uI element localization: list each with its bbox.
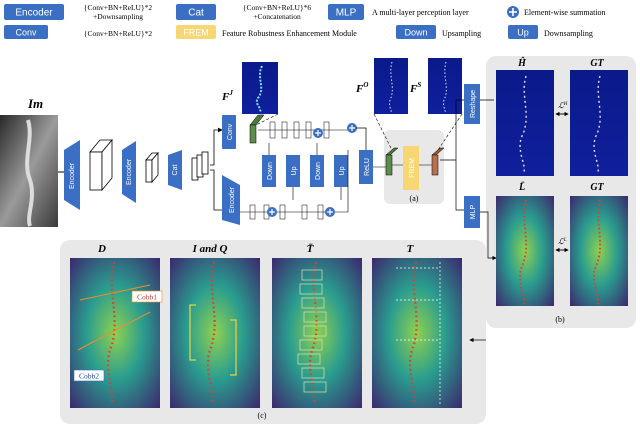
h-hat-label: Ĥ — [517, 57, 527, 69]
svg-text:Cat: Cat — [172, 165, 179, 176]
loss-h-label: ℒH — [558, 101, 568, 110]
legend-encoder-desc-1: {Conv+BN+ReLU}*2 — [84, 3, 152, 12]
legend-encoder-chip — [4, 4, 64, 20]
legend-cat-label: Cat — [188, 8, 204, 19]
reshape-block — [464, 84, 480, 124]
heatmap-gt — [570, 70, 628, 176]
landmark-pred-image — [496, 196, 554, 306]
legend-conv-label: Conv — [15, 28, 37, 38]
panel-c-image-tbar — [272, 258, 362, 408]
feature-map-fo — [374, 58, 408, 114]
encoder-block-2 — [122, 141, 136, 203]
landmark-gt-image — [570, 196, 628, 306]
feature-fj-label: FJ — [221, 89, 233, 103]
legend-mlp-desc: A multi-layer perception layer — [372, 8, 469, 17]
encoder-block-3 — [222, 175, 240, 225]
up-block-1: Up — [286, 155, 300, 187]
tbar-vertebra-boxes — [297, 269, 327, 393]
feature-volume-2 — [145, 151, 159, 184]
svg-text:Down: Down — [315, 162, 322, 180]
legend-up-label: Up — [517, 28, 529, 38]
panel-c-image-iq — [170, 258, 260, 408]
panel-c-image-t — [372, 258, 462, 408]
legend: Encoder {Conv+BN+ReLU}*2 +Downsampling C… — [4, 3, 606, 39]
legend-frem-desc: Feature Robustness Enhancement Module — [222, 29, 357, 38]
svg-text:Reshape: Reshape — [470, 90, 477, 118]
legend-up-chip — [508, 25, 538, 39]
legend-down-desc: Upsampling — [442, 29, 481, 38]
legend-frem-label: FREM — [183, 28, 209, 38]
iq-label: I and Q — [192, 243, 228, 255]
panel-b-tag: (b) — [555, 315, 565, 324]
legend-down-label: Down — [404, 28, 427, 38]
relu-block — [359, 150, 373, 184]
feature-fs-label: FS — [409, 81, 421, 95]
gt-label-top: GT — [590, 58, 604, 69]
legend-conv-desc: {Conv+BN+ReLU}*2 — [84, 29, 152, 38]
legend-sum-desc: Element-wise summation — [524, 8, 606, 17]
legend-encoder-label: Encoder — [15, 8, 53, 19]
down-block-2: Down — [310, 155, 324, 187]
legend-cat-desc-1: {Conv+BN+ReLU}*6 — [243, 3, 311, 12]
loss-l-label: ℒL — [558, 237, 567, 246]
encoder-block-1 — [64, 140, 80, 210]
cobb1-badge — [131, 290, 163, 303]
legend-cat-desc-2: +Concatenation — [253, 12, 301, 21]
svg-text:Conv: Conv — [227, 123, 234, 140]
legend-up-desc: Downsampling — [544, 29, 593, 38]
svg-text:Up: Up — [291, 166, 298, 175]
svg-text:Encoder: Encoder — [229, 186, 236, 213]
legend-mlp-chip — [328, 4, 364, 20]
conv-block — [222, 115, 236, 149]
t-bar-label: T̄ — [307, 243, 315, 255]
panel-c-image-d — [70, 258, 160, 408]
up-block-2: Up — [334, 155, 348, 187]
down-block-1: Down — [262, 155, 276, 187]
legend-encoder-desc-2: +Downsampling — [93, 12, 143, 21]
sum-icon-upper-2 — [347, 123, 357, 133]
heatmap-pred — [496, 70, 554, 176]
concat-volume — [191, 151, 209, 181]
panel-c-tag: (c) — [258, 411, 267, 420]
sum-icon-upper-1 — [313, 128, 323, 138]
frem-block — [403, 146, 419, 190]
legend-conv-chip — [4, 25, 48, 39]
svg-text:Encoder: Encoder — [126, 158, 133, 185]
legend-down-chip — [396, 25, 436, 39]
cobb1-label: Cobb1 — [137, 293, 157, 302]
l-bar-label: L̄ — [518, 182, 525, 193]
svg-text:FREM: FREM — [409, 158, 416, 178]
gt-label-bottom: GT — [590, 182, 604, 193]
sum-icon-lower-1 — [267, 207, 277, 217]
svg-text:ReLU: ReLU — [364, 158, 371, 176]
d-label: D — [97, 243, 106, 255]
input-label: Im — [27, 96, 43, 111]
feature-fo-label: FO — [355, 81, 368, 95]
legend-cat-chip — [176, 4, 216, 20]
svg-text:Up: Up — [339, 166, 346, 175]
svg-text:Encoder: Encoder — [69, 162, 76, 189]
sum-icon-lower-2 — [325, 207, 335, 217]
frem-tag: (a) — [410, 194, 419, 203]
feature-volume-1 — [89, 138, 113, 192]
mlp-block — [464, 196, 480, 228]
legend-frem-chip — [176, 25, 216, 39]
cobb2-label: Cobb2 — [79, 372, 99, 381]
cobb2-badge — [73, 369, 105, 382]
legend-mlp-label: MLP — [336, 8, 357, 19]
t-label: T — [407, 243, 415, 255]
cat-block — [168, 150, 182, 190]
svg-text:MLP: MLP — [470, 204, 477, 219]
svg-text:Down: Down — [267, 162, 274, 180]
